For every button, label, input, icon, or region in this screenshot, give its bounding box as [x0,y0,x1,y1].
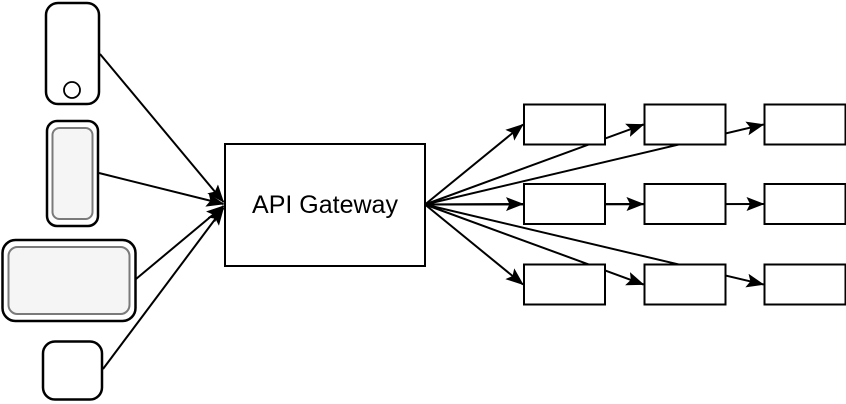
service-box-r2c3 [763,183,846,225]
service-box-r3c3 [763,263,846,306]
service-box-r3c1 [523,263,606,306]
arrow-smartphone-to-gateway [99,53,225,203]
api-gateway-box [224,143,426,267]
service-box-r1c1 [523,103,606,146]
arrow-gateway-to-service-r1c2 [424,123,645,206]
smartphone-icon [44,1,101,106]
service-box-r2c2 [643,183,727,225]
api-gateway-node: API Gateway [224,143,426,267]
api-gateway-label: API Gateway [252,191,398,219]
generic-device-icon [41,340,104,401]
client-devices [1,1,137,401]
arrow-gateway-to-service-r3c1 [424,203,524,286]
service-box-r1c2 [643,103,727,146]
tablet-portrait-icon [45,119,100,228]
home-button-icon [63,81,81,99]
arrow-gateway-to-service-r3c2 [424,203,645,286]
arrow-device-to-gateway [102,207,225,370]
service-box-r3c2 [643,263,727,306]
service-box-r2c1 [523,183,606,225]
service-grid [523,103,846,306]
tablet-landscape-icon [1,238,137,323]
service-box-r1c3 [763,103,846,146]
arrow-tablet-portrait-to-gateway [98,172,225,207]
arrow-gateway-to-service-r1c1 [424,123,524,206]
